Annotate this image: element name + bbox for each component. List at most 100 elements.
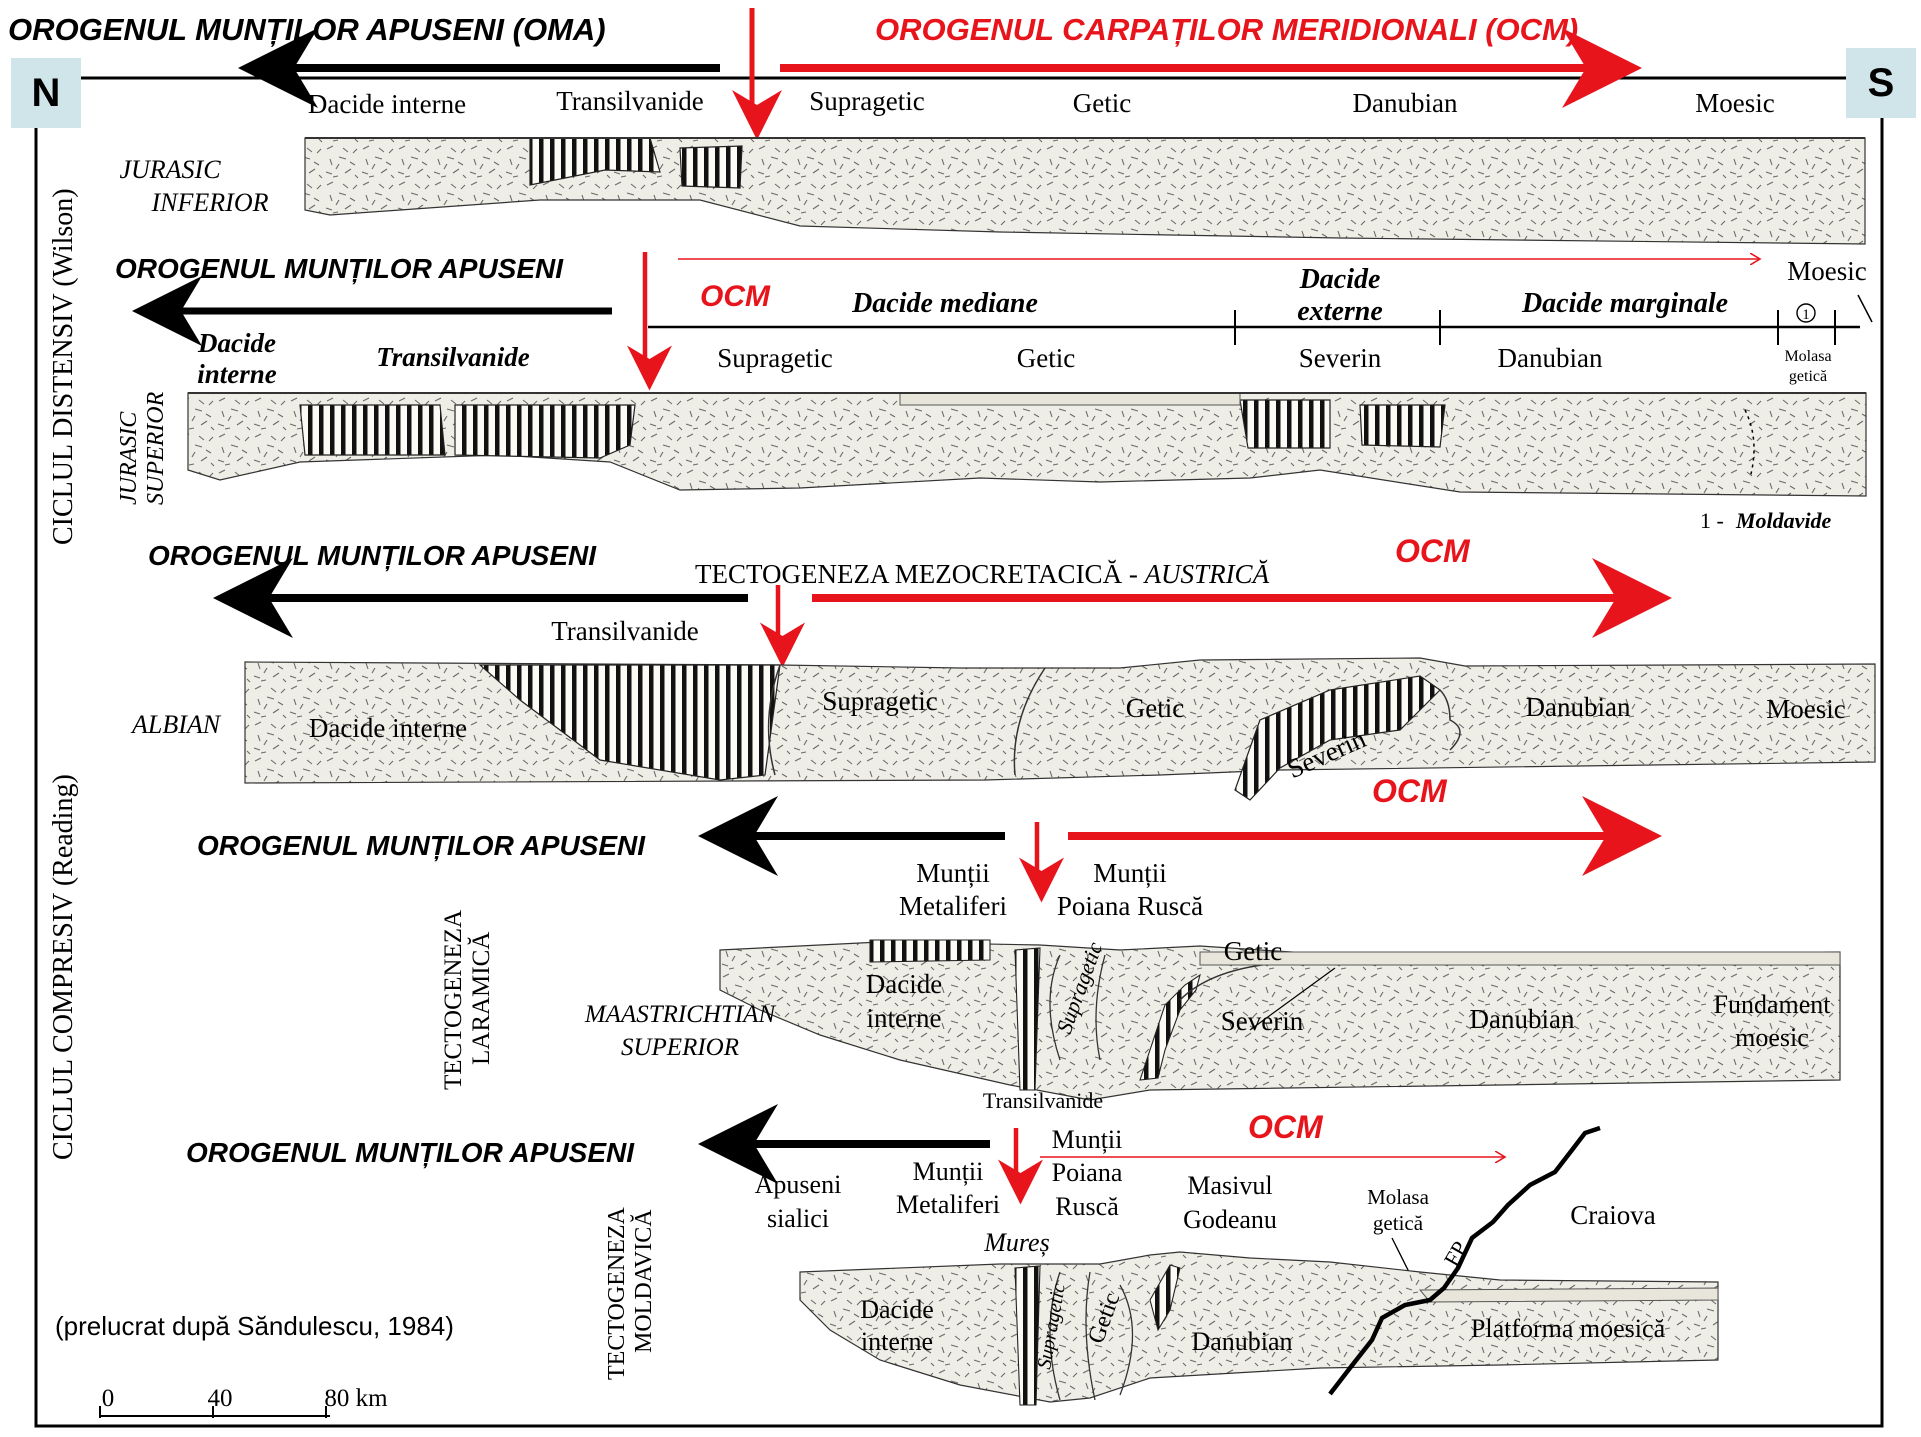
scale-label: 0: [102, 1385, 115, 1412]
severin-ocean: [1240, 400, 1330, 448]
age-label: JURASIC: [119, 155, 221, 184]
unit-label: Moesic: [1695, 88, 1775, 118]
tectogeneza-label: MOLDAVICĂ: [631, 1209, 657, 1353]
oma-label: OROGENUL MUNȚILOR APUSENI: [197, 830, 646, 861]
unit-label: Danubian: [1191, 1327, 1292, 1356]
crust-block: [245, 658, 1875, 783]
scale-label: 80 km: [324, 1385, 388, 1412]
panel-albian: OROGENUL MUNȚILOR APUSENI TECTOGENEZA ME…: [130, 533, 1875, 809]
ocm-label: OCM: [700, 280, 771, 313]
metaliferi-label: Metaliferi: [899, 891, 1007, 921]
unit-label: Dacide interne: [309, 713, 467, 743]
oma-label: OROGENUL MUNȚILOR APUSENI: [148, 540, 597, 571]
dacide-externe-label: Dacide: [1299, 264, 1381, 295]
poiana-label: Poiana Ruscă: [1057, 891, 1203, 921]
unit-label: Danubian: [1498, 343, 1603, 373]
age-label: MAASTRICHTIAN: [584, 1001, 777, 1028]
dacide-mediane-label: Dacide mediane: [851, 288, 1038, 319]
metaliferi-label: Metaliferi: [896, 1190, 1000, 1219]
transilvanide-label: Transilvanide: [376, 342, 530, 372]
unit-label: Supragetic: [809, 86, 924, 116]
panel-jurasic-superior: OROGENUL MUNȚILOR APUSENI OCM Dacide med…: [115, 252, 1872, 533]
oma-header-title: OROGENUL MUNȚILOR APUSENI (OMA): [8, 12, 606, 47]
age-label: SUPERIOR: [143, 391, 169, 505]
transilvanide-ocean: [300, 405, 445, 455]
poiana-label: Ruscă: [1055, 1192, 1119, 1221]
masivul-label: Masivul: [1187, 1171, 1272, 1200]
unit-label: Dacide interne: [308, 89, 466, 119]
dacide-label: interne: [867, 1003, 942, 1033]
unit-label: Moesic: [1766, 694, 1846, 724]
dacide-label: Dacide: [860, 1295, 934, 1324]
tectogeneza-label: TECTOGENEZA: [440, 910, 467, 1090]
poiana-label: Poiana: [1052, 1158, 1123, 1187]
unit-label: Getic: [1017, 343, 1075, 373]
molasa-cover: [1420, 1288, 1718, 1302]
transilvanide-ocean: [455, 405, 635, 458]
unit-label: Danubian: [1353, 88, 1458, 118]
platforma-label: Platforma moesică: [1471, 1314, 1666, 1343]
age-label: INFERIOR: [151, 188, 269, 217]
north-badge: N: [11, 58, 81, 128]
severin-ocean: [1360, 405, 1445, 447]
unit-label: Supragetic: [717, 343, 832, 373]
panel-jurasic-inferior: JURASIC INFERIOR Dacide interne Transilv…: [119, 86, 1865, 244]
fp-label: FP: [1439, 1237, 1473, 1271]
masivul-label: Godeanu: [1183, 1205, 1277, 1234]
tectogeneza-label: TECTOGENEZA: [604, 1206, 630, 1380]
dacide-marginale-label: Dacide marginale: [1521, 288, 1728, 319]
transilvanide-cover: [870, 940, 990, 962]
unit-label: Danubian: [1526, 692, 1631, 722]
unit-label: Getic: [1126, 693, 1184, 723]
circle-number: 1: [1802, 307, 1810, 323]
oma-label: OROGENUL MUNȚILOR APUSENI: [115, 253, 564, 284]
apuseni-label: sialici: [767, 1204, 829, 1233]
dacide-label: Dacide: [866, 969, 942, 999]
source-credit: (prelucrat după Săndulescu, 1984): [55, 1311, 454, 1341]
poiana-label: Munții: [1052, 1125, 1123, 1154]
dacide-interne-label: Dacide: [197, 328, 276, 358]
apuseni-label: Apuseni: [755, 1170, 842, 1199]
ciclul-compresiv-label: CICLUL COMPRESIV (Reading): [48, 774, 79, 1160]
unit-label: Transilvanide: [551, 616, 699, 646]
unit-label: Supragetic: [822, 686, 937, 716]
unit-label: Transilvanide: [983, 1088, 1103, 1113]
age-label: SUPERIOR: [621, 1034, 739, 1061]
metaliferi-label: Munții: [916, 858, 990, 888]
tectogeneza-label: LARAMICĂ: [467, 932, 495, 1065]
tectogeneza-label: TECTOGENEZA MEZOCRETACICĂ - AUSTRICĂ: [695, 559, 1270, 589]
dacide-interne-label: interne: [197, 359, 277, 389]
unit-label: Severin: [1221, 1006, 1304, 1036]
transilvanide-suture: [1015, 948, 1040, 1090]
ciclul-distensiv-label: CICLUL DISTENSIV (Wilson): [48, 188, 79, 545]
unit-label: Transilvanide: [556, 86, 704, 116]
mures-label: Mureș: [983, 1228, 1049, 1257]
fundament-label: moesic: [1735, 1023, 1809, 1052]
dacide-externe-label: externe: [1297, 296, 1383, 327]
metaliferi-label: Munții: [913, 1157, 984, 1186]
ocm-label: OCM: [1395, 533, 1471, 569]
scale-label: 40: [208, 1385, 233, 1412]
sediment-cover: [1200, 952, 1840, 965]
molasa-label: Molasa: [1367, 1185, 1430, 1209]
age-label: ALBIAN: [130, 710, 222, 739]
moesic-label: Moesic: [1787, 256, 1867, 286]
unit-label: Getic: [1224, 936, 1282, 966]
age-label: JURASIC: [116, 411, 142, 505]
fundament-label: Fundament: [1714, 990, 1832, 1019]
poiana-label: Munții: [1093, 858, 1167, 888]
dacide-label: interne: [861, 1327, 933, 1356]
footnote-number: 1 -: [1700, 508, 1724, 533]
molasa-label: getică: [1373, 1211, 1424, 1235]
unit-label: Danubian: [1470, 1004, 1575, 1034]
south-badge: S: [1846, 48, 1916, 118]
craiova-label: Craiova: [1570, 1200, 1655, 1230]
molasa-label: Molasa: [1784, 348, 1831, 365]
ocm-label: OCM: [1372, 773, 1448, 809]
unit-label: Getic: [1073, 88, 1131, 118]
molasa-label: getică: [1789, 368, 1827, 385]
sediment-cover: [900, 393, 1240, 405]
ocm-label: OCM: [1248, 1109, 1324, 1145]
panel-moldavica: OROGENUL MUNȚILOR APUSENI OCM Munții Poi…: [186, 1109, 1718, 1405]
